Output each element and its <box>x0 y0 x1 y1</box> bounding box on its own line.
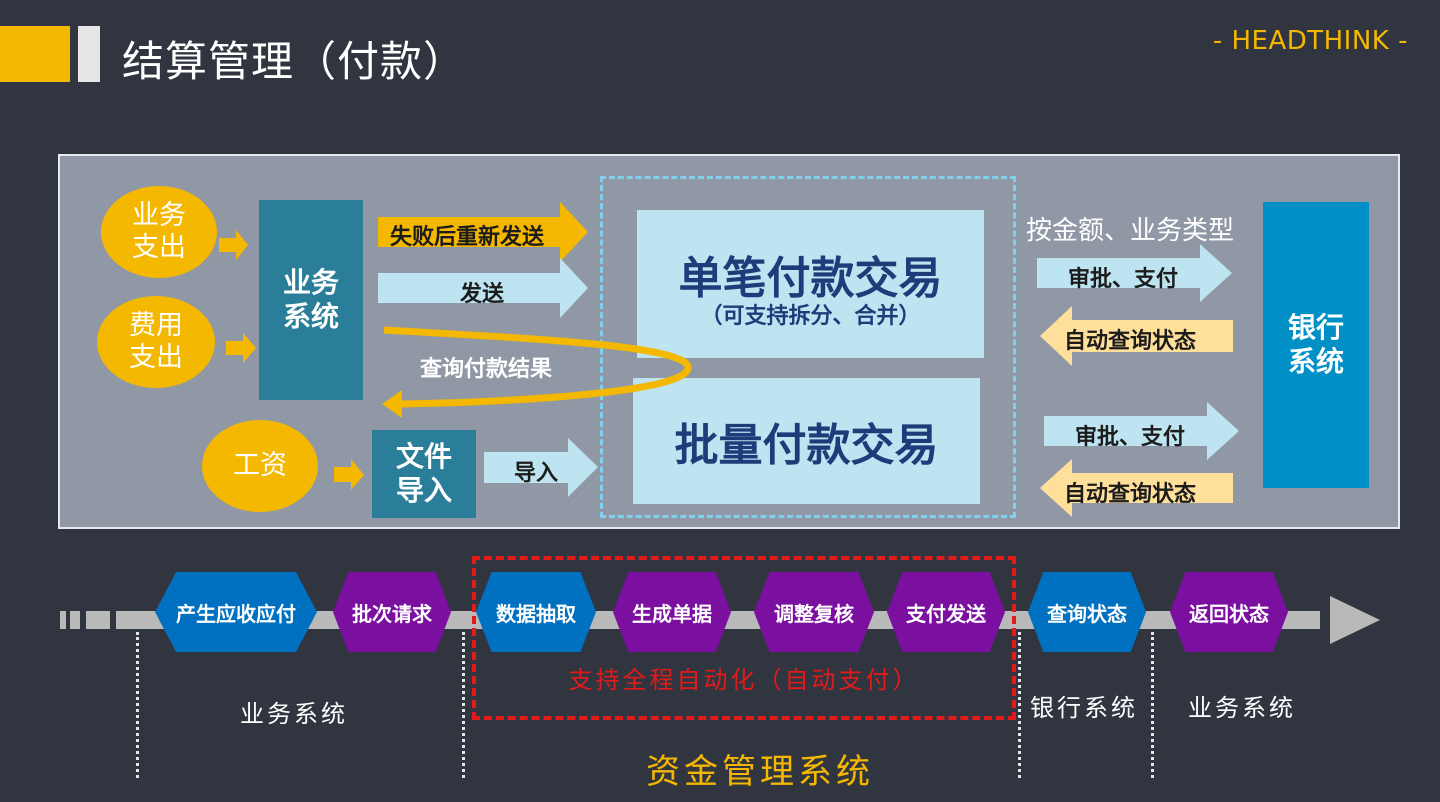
timeline-dash <box>60 611 66 629</box>
send-arrow <box>378 258 588 318</box>
separator-line <box>1018 632 1021 778</box>
timeline-dash <box>70 611 80 629</box>
step-query-status: 查询状态 <box>1028 572 1146 652</box>
logo-yellow-block <box>0 26 70 82</box>
automation-note: 支持全程自动化（自动支付） <box>568 666 920 694</box>
step-generate-ar-ap: 产生应收应付 <box>155 572 317 652</box>
send-label: 发送 <box>460 282 505 307</box>
region-fund-system: 资金管理系统 <box>646 752 874 792</box>
approve-pay-arrow-2 <box>1044 402 1239 460</box>
region-business-left: 业务系统 <box>240 700 348 728</box>
resend-label: 失败后重新发送 <box>390 225 545 250</box>
resend-arrow <box>378 202 588 262</box>
import-arrow <box>484 438 598 497</box>
step-generate-document: 生成单据 <box>613 572 731 652</box>
source-salary: 工资 <box>202 420 318 512</box>
approve-pay-arrow-1 <box>1037 244 1232 302</box>
timeline-dash <box>86 611 110 629</box>
auto-query-label-2: 自动查询状态 <box>1064 482 1197 507</box>
step-data-extract: 数据抽取 <box>476 572 596 652</box>
approve-pay-label-2: 审批、支付 <box>1075 425 1186 450</box>
approve-pay-label-1: 审批、支付 <box>1068 267 1179 292</box>
page-title: 结算管理（付款） <box>122 37 467 86</box>
timeline-arrowhead <box>1330 596 1380 644</box>
auto-query-arrow-1 <box>1040 306 1233 366</box>
auto-query-label-1: 自动查询状态 <box>1064 329 1197 354</box>
source-fee-expense: 费用 支出 <box>97 296 215 388</box>
routing-note: 按金额、业务类型 <box>1026 216 1235 246</box>
auto-query-arrow-2 <box>1040 459 1233 517</box>
batch-payment-box: 批量付款交易 <box>633 378 980 504</box>
logo-white-bar <box>78 26 100 82</box>
bank-system-box: 银行 系统 <box>1263 202 1369 488</box>
region-bank: 银行系统 <box>1030 694 1138 722</box>
query-curve-arrow <box>383 326 692 408</box>
step-adjust-review: 调整复核 <box>754 572 874 652</box>
small-arrow-icon <box>226 333 256 363</box>
brand-label: - HEADTHINK - <box>1212 26 1408 56</box>
step-batch-request: 批次请求 <box>333 572 451 652</box>
step-payment-send: 支付发送 <box>887 572 1005 652</box>
small-arrow-icon <box>219 230 248 260</box>
step-return-status: 返回状态 <box>1170 572 1288 652</box>
separator-line <box>462 632 465 778</box>
single-payment-title: 单笔付款交易 <box>678 253 943 304</box>
single-payment-box: 单笔付款交易 （可支持拆分、合并） <box>637 210 984 358</box>
region-business-right: 业务系统 <box>1188 694 1296 722</box>
separator-line <box>136 632 139 778</box>
query-result-label: 查询付款结果 <box>420 357 553 382</box>
small-arrow-icon <box>334 459 364 490</box>
query-curve-arrowhead <box>382 390 402 418</box>
import-label: 导入 <box>514 461 559 486</box>
source-business-expense: 业务 支出 <box>101 186 217 278</box>
separator-line <box>1151 632 1154 778</box>
automation-region <box>472 556 1016 720</box>
timeline-dash <box>1298 611 1310 629</box>
business-system-box: 业务 系统 <box>259 200 363 400</box>
file-import-box: 文件 导入 <box>372 430 476 518</box>
single-payment-subtitle: （可支持拆分、合并） <box>700 304 921 329</box>
